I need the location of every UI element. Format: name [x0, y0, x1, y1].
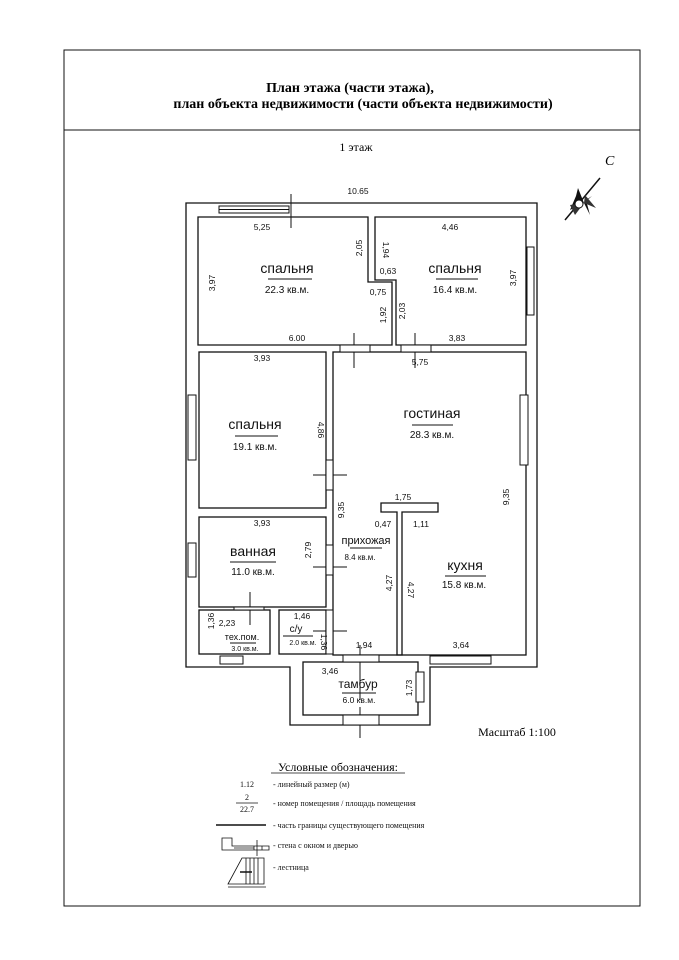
compass-north-label: С	[605, 154, 615, 169]
room-area: 8.4 кв.м.	[344, 553, 375, 562]
room-name: тех.пом.	[225, 632, 259, 642]
hall-labels: прихожая 8.4 кв.м. 1,75 0,47 4,27 1,94	[341, 492, 411, 650]
room-bedroom1	[197, 216, 393, 346]
room-name: с/у	[290, 624, 303, 635]
dimension: 2,79	[303, 541, 313, 558]
legend-symbol-dimension: 1.12	[240, 780, 254, 789]
dimension: 3,83	[449, 333, 466, 343]
dimension: 1,73	[404, 679, 414, 696]
legend-title: Условные обозначения:	[278, 760, 398, 774]
partition-wall	[380, 502, 439, 656]
living-labels: гостиная 28.3 кв.м. 5,75 9,35 9,35	[336, 357, 511, 518]
wc-labels: с/у 2.0 кв.м. 1,46 1,36	[283, 611, 329, 651]
dimension: 5,25	[254, 222, 271, 232]
page-frame	[63, 49, 641, 907]
dimension: 3,93	[254, 518, 271, 528]
legend-wall-window-door-icon	[221, 837, 270, 856]
dimension: 0,47	[375, 519, 392, 529]
legend-item-text: - часть границы существующего помещения	[273, 821, 425, 830]
room-name: спальня	[260, 260, 313, 276]
scale-label: Масштаб 1:100	[478, 725, 556, 739]
kitchen-labels: кухня 15.8 кв.м. 1,11 4,27 3,64	[406, 519, 486, 650]
dimension: 1,94	[381, 242, 391, 259]
dimension: 3,97	[207, 274, 217, 291]
room-area: 19.1 кв.м.	[233, 442, 277, 453]
room-area: 28.3 кв.м.	[410, 430, 454, 441]
room-bedroom3	[198, 351, 327, 509]
room-area: 16.4 кв.м.	[433, 285, 477, 296]
dimension: 4,27	[384, 574, 394, 591]
bathroom-labels: ванная 11.0 кв.м. 3,93 2,79	[230, 518, 313, 578]
dimension: 1,46	[294, 611, 311, 621]
legend-item-text: - линейный размер (м)	[273, 780, 350, 789]
dimension: 0,75	[370, 287, 387, 297]
legend-item-text: - стена с окном и дверью	[273, 841, 358, 850]
dimension: 9,35	[336, 501, 346, 518]
dimension: 3,97	[508, 269, 518, 286]
bedroom1-labels: спальня 22.3 кв.м. 5,25 3,97 2,05 0,75 1…	[207, 222, 388, 343]
dimension: 3,93	[254, 353, 271, 363]
dimension: 3,46	[322, 666, 339, 676]
dimension: 9,35	[501, 488, 511, 505]
legend: Условные обозначения: 1.12 - линейный ра…	[216, 760, 425, 888]
room-bedroom2	[374, 216, 527, 346]
dimension: 2,23	[219, 618, 236, 628]
room-name: ванная	[230, 543, 276, 559]
windows	[187, 205, 535, 703]
legend-item-text: - номер помещения / площадь помещения	[273, 799, 416, 808]
legend-staircase-icon	[227, 857, 266, 888]
dimension: 2,03	[397, 302, 407, 319]
room-name: тамбур	[338, 677, 378, 691]
dimension: 1,75	[395, 492, 412, 502]
outer-wall	[185, 202, 538, 726]
title-line1: План этажа (части этажа),	[266, 81, 434, 96]
overall-width: 10.65	[347, 186, 369, 196]
legend-symbol-room-area: 22.7	[240, 805, 254, 814]
room-name: спальня	[428, 260, 481, 276]
room-name: прихожая	[341, 535, 390, 547]
dimension: 0,63	[380, 266, 397, 276]
dimension: 1,36	[319, 634, 329, 651]
room-area: 6.0 кв.м.	[343, 695, 376, 705]
bedroom2-labels: спальня 16.4 кв.м. 4,46 1,94 0,63 2,03 3…	[380, 222, 518, 343]
dimension: 1,36	[206, 612, 216, 629]
room-name: спальня	[228, 416, 281, 432]
dimension: 4,27	[406, 582, 416, 599]
legend-item-text: - лестница	[273, 863, 309, 872]
dimension: 4,86	[316, 422, 326, 439]
doors	[233, 194, 432, 738]
room-area: 3.0 кв.м.	[231, 646, 258, 653]
room-name: гостиная	[404, 405, 461, 421]
room-area: 11.0 кв.м.	[231, 567, 275, 578]
compass-icon: С	[564, 154, 615, 221]
room-name: кухня	[447, 557, 483, 573]
dimension: 3,64	[453, 640, 470, 650]
room-area: 15.8 кв.м.	[442, 580, 486, 591]
floor-label: 1 этаж	[339, 140, 373, 154]
dimension: 1,92	[378, 306, 388, 323]
tech-labels: тех.пом. 3.0 кв.м. 2,23 1,36	[206, 612, 259, 653]
dimension: 4,46	[442, 222, 459, 232]
legend-symbol-room-number: 2	[245, 793, 249, 802]
title-line2: план объекта недвижимости (части объекта…	[173, 97, 553, 112]
dimension: 6.00	[289, 333, 306, 343]
bedroom3-labels: спальня 19.1 кв.м. 3,93 4,86	[228, 353, 326, 453]
dimension: 5,75	[412, 357, 429, 367]
dimension: 2,05	[354, 239, 364, 256]
vestibule-labels: тамбур 6.0 кв.м. 3,46 1,73	[322, 666, 414, 705]
dimension: 1,94	[356, 640, 373, 650]
room-area: 2.0 кв.м.	[289, 640, 316, 647]
dimension: 1,11	[413, 519, 429, 529]
room-area: 22.3 кв.м.	[265, 285, 309, 296]
